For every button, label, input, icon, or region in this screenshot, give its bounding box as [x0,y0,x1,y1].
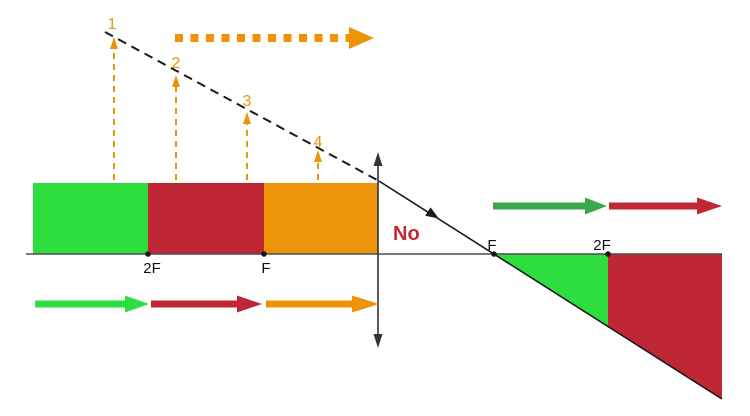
position-label-3: 3 [243,93,252,110]
object-motion-orange-arrow [266,295,379,313]
image-region-beyond-2F [608,254,722,399]
point-2F-right-dot [605,251,611,257]
label-F-left: F [261,260,270,277]
label-F-right: F [487,237,496,254]
arrow-4-head [314,150,322,162]
refracted-ray [378,180,723,400]
green-arrow-head [125,295,149,313]
point-2F-left-dot [145,251,151,257]
red-arrow-head [237,295,262,313]
image-motion-arrows [493,197,722,215]
object-position-arrow-1 [110,37,118,180]
label-2F-right: 2F [593,237,611,254]
object-region-2F-to-F [148,183,264,254]
lens-bottom-arrowhead [373,334,383,348]
no-image-label: No [393,223,420,245]
orange-arrow-head [352,295,379,313]
red-arrow-head [697,197,722,215]
lens-arrow [373,152,383,348]
object-motion-green-arrow [35,295,149,313]
object-position-arrow-4 [314,150,322,180]
green-arrow-head [585,197,607,215]
image-motion-red-arrow [609,197,722,215]
object-region-beyond-2F [33,183,148,254]
object-motion-arrows [35,295,379,313]
label-2F-left: 2F [143,260,161,277]
image-motion-green-arrow [493,197,607,215]
object-position-arrows [110,37,322,180]
object-motion-dashed-arrow [175,27,374,49]
object-motion-red-arrow [151,295,262,313]
ray-arrowhead [425,207,439,219]
position-label-1: 1 [108,16,117,33]
point-F-right-dot [491,251,497,257]
position-label-2: 2 [172,55,181,72]
dashed-arrow-head [349,27,374,49]
lens-top-arrowhead [373,152,383,166]
arrow-2-head [172,75,180,87]
object-position-arrow-3 [243,112,251,180]
arrow-1-head [110,37,118,49]
point-F-left-dot [261,251,267,257]
object-region-F-to-lens [264,183,378,254]
position-label-4: 4 [314,134,323,151]
object-tip-dashed-line [104,31,380,182]
object-position-arrow-2 [172,75,180,180]
arrow-3-head [243,112,251,124]
object-zones [33,183,378,254]
